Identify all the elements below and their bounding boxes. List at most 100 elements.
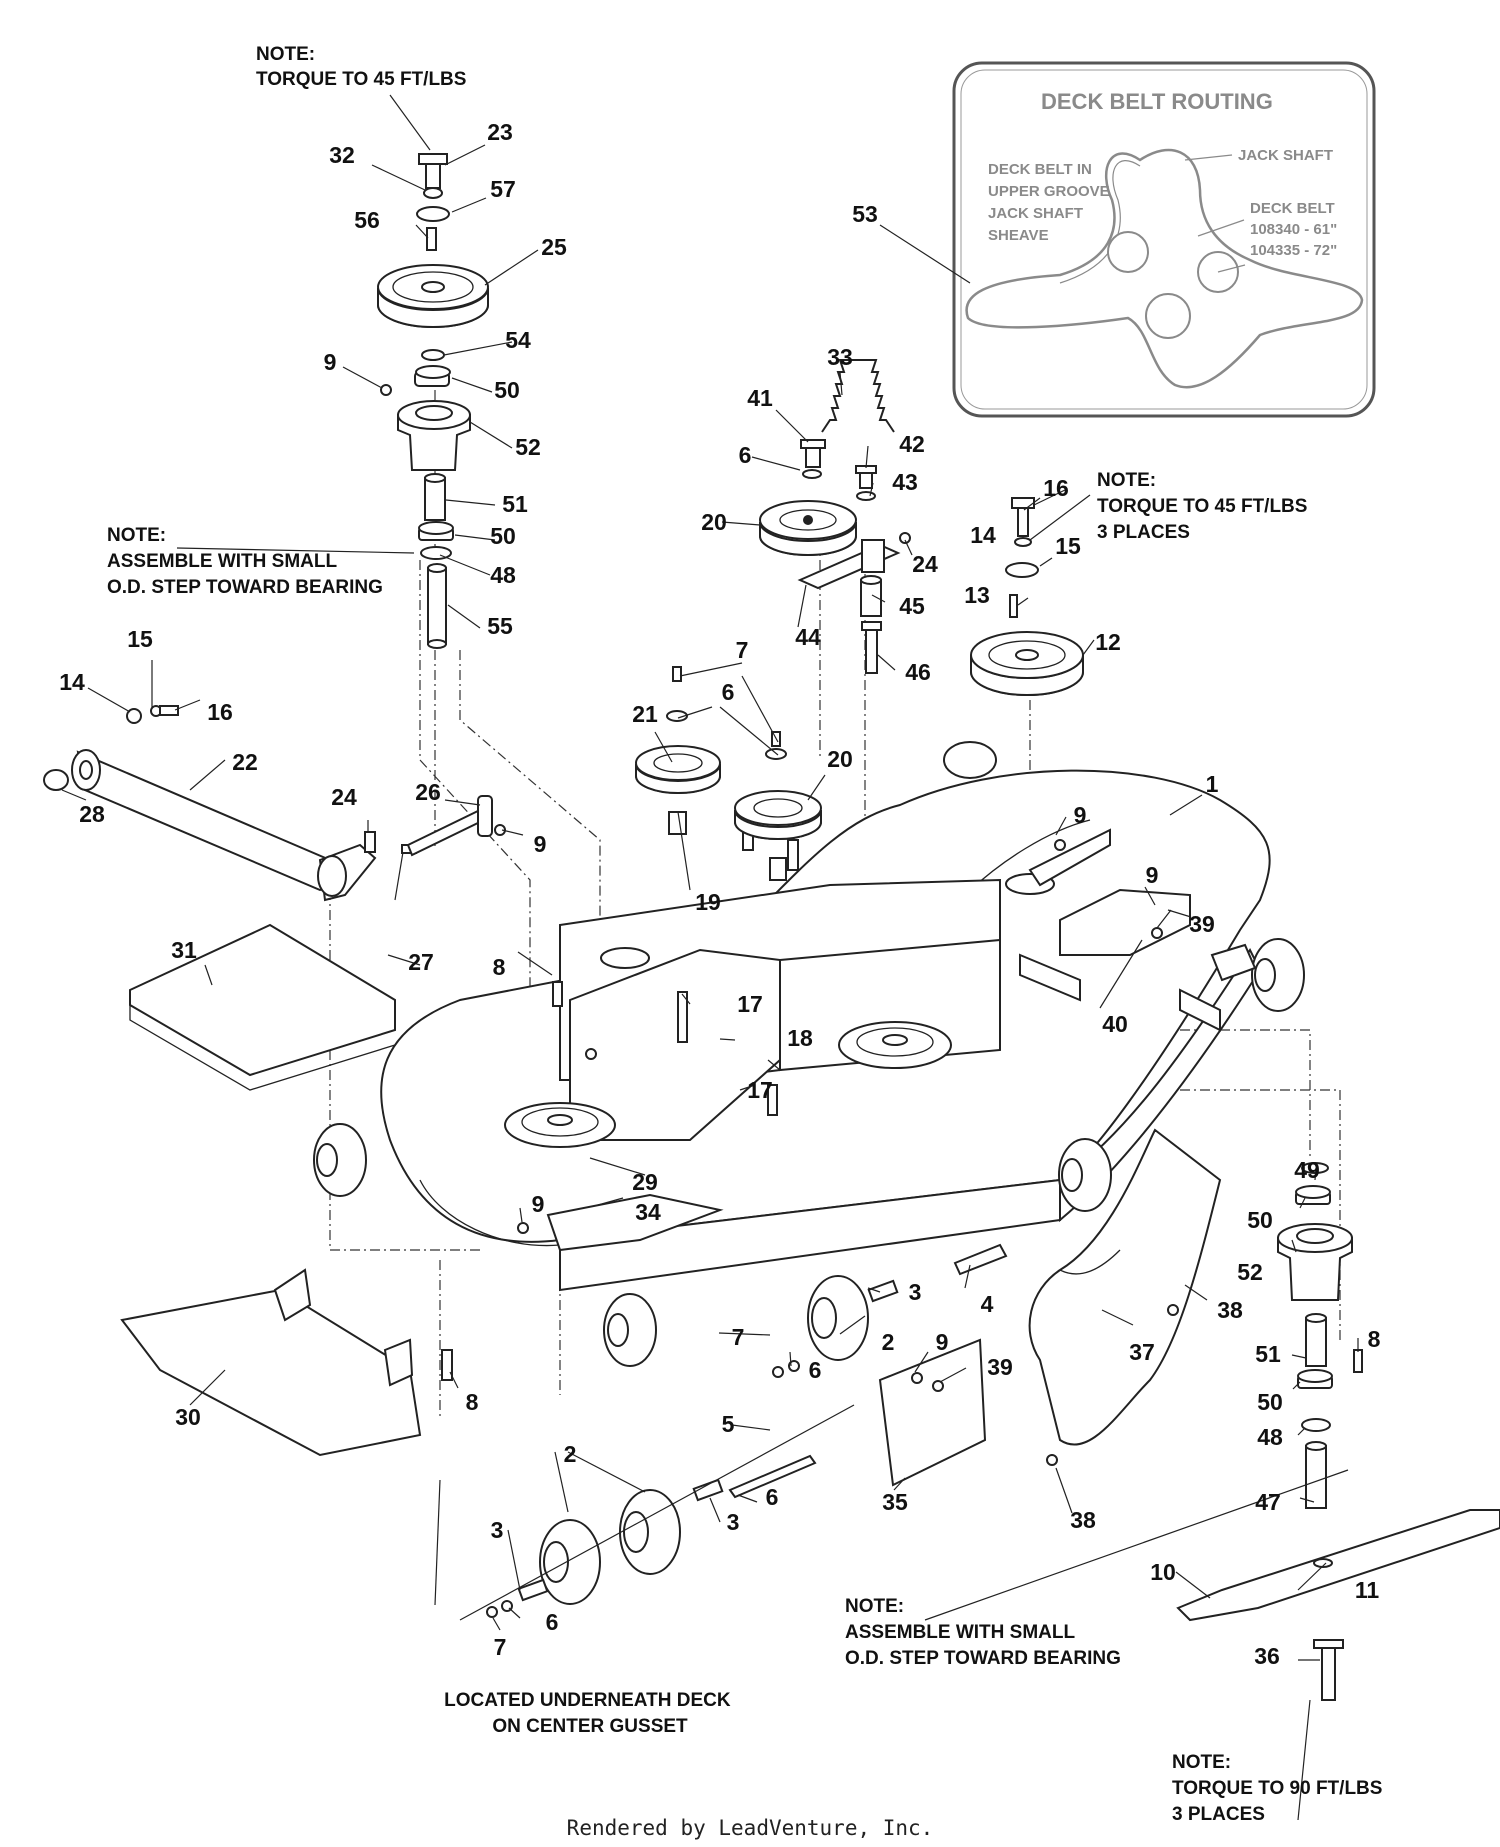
callout-2: 2 [882, 1329, 895, 1355]
callout-24b: 24 [331, 784, 357, 810]
note-bearing-left: NOTE: ASSEMBLE WITH SMALL O.D. STEP TOWA… [107, 525, 383, 598]
svg-text:DECK BELT IN UPPER GROOV: DECK BELT IN UPPER GROOVE JACK SHAFT SHE… [988, 161, 1114, 244]
leader-lines [61, 94, 1359, 1821]
callout-37: 37 [1129, 1339, 1155, 1365]
callout-9c: 9 [1074, 802, 1087, 828]
callout-7c: 7 [494, 1634, 507, 1660]
callout-47: 47 [1255, 1489, 1281, 1515]
routing-left-line-4: SHEAVE [988, 227, 1049, 244]
note-gusset: LOCATED UNDERNEATH DECK ON CENTER GUSSET [444, 1690, 736, 1737]
callout-38b: 38 [1070, 1507, 1096, 1533]
callout-6d: 6 [766, 1484, 779, 1510]
callout-57: 57 [490, 176, 516, 202]
callout-3b: 3 [727, 1509, 740, 1535]
callout-15: 15 [1055, 533, 1081, 559]
routing-left-line-3: JACK SHAFT [988, 205, 1083, 222]
callout-12: 12 [1095, 629, 1121, 655]
routing-deck-belt-line-3: 104335 - 72" [1250, 242, 1337, 259]
note-top-left-pulley: NOTE: TORQUE TO 45 FT/LBS [256, 44, 466, 90]
callout-48b: 48 [1257, 1424, 1283, 1450]
routing-left-line-1: DECK BELT IN [988, 161, 1092, 178]
lower-spindle-stack [1277, 1162, 1363, 1509]
mower-deck [313, 741, 1305, 1367]
callout-45: 45 [899, 593, 925, 619]
callout-9: 9 [324, 349, 337, 375]
callout-2b: 2 [564, 1441, 577, 1467]
callout-6b: 6 [722, 679, 735, 705]
upper-spindle-stack [377, 153, 489, 649]
blade-assembly [1176, 1509, 1500, 1701]
callout-50c: 50 [1247, 1207, 1273, 1233]
routing-deck-belt-line-1: DECK BELT [1250, 200, 1335, 217]
idler-arm-assembly [759, 359, 911, 674]
callout-6c: 6 [809, 1357, 822, 1383]
bracket-26 [406, 795, 506, 857]
callouts: 23 32 57 56 25 54 9 50 52 51 50 48 55 53… [59, 119, 1380, 1669]
callout-19: 19 [695, 889, 721, 915]
wheels [486, 1243, 1179, 1618]
callout-17: 17 [737, 991, 763, 1017]
callout-44: 44 [795, 624, 821, 650]
callout-50d: 50 [1257, 1389, 1283, 1415]
callout-8b: 8 [1368, 1326, 1381, 1352]
callout-16b: 16 [207, 699, 233, 725]
callout-9b: 9 [534, 831, 547, 857]
callout-46: 46 [905, 659, 931, 685]
callout-9f: 9 [936, 1329, 949, 1355]
callout-14b: 14 [59, 669, 85, 695]
callout-6: 6 [739, 442, 752, 468]
callout-53: 53 [852, 201, 878, 227]
routing-title: DECK BELT ROUTING [1041, 89, 1273, 114]
callout-10: 10 [1150, 1559, 1176, 1585]
callout-29: 29 [632, 1169, 658, 1195]
note-right-pulley: NOTE: TORQUE TO 45 FT/LBS 3 PLACES [1097, 470, 1313, 543]
callout-51: 51 [502, 491, 528, 517]
left-arm [43, 705, 417, 902]
routing-left-line-2: UPPER GROOVE [988, 183, 1110, 200]
footer-credit: Rendered by LeadVenture, Inc. [567, 1816, 934, 1840]
routing-deck-belt-line-2: 108340 - 61" [1250, 221, 1337, 238]
callout-4: 4 [981, 1291, 994, 1317]
callout-34: 34 [635, 1199, 661, 1225]
callout-31: 31 [171, 937, 197, 963]
chute-31 [129, 923, 396, 1091]
callout-35: 35 [882, 1489, 908, 1515]
belt-routing-path [965, 148, 1364, 389]
callout-18: 18 [787, 1025, 813, 1051]
callout-42: 42 [899, 431, 925, 457]
callout-52: 52 [515, 434, 541, 460]
callout-26: 26 [415, 779, 441, 805]
callout-52b: 52 [1237, 1259, 1263, 1285]
callout-28: 28 [79, 801, 105, 827]
callout-39: 39 [1189, 911, 1215, 937]
note-bearing-bottom: NOTE: ASSEMBLE WITH SMALL O.D. STEP TOWA… [845, 1596, 1121, 1669]
callout-49: 49 [1294, 1157, 1320, 1183]
routing-jack-shaft-label: JACK SHAFT [1238, 147, 1333, 164]
callout-43: 43 [892, 469, 918, 495]
callout-14: 14 [970, 522, 996, 548]
callout-20: 20 [701, 509, 727, 535]
callout-8: 8 [493, 954, 506, 980]
baffle-37 [878, 1128, 1222, 1487]
callout-54: 54 [505, 327, 531, 353]
callout-51b: 51 [1255, 1341, 1281, 1367]
callout-23: 23 [487, 119, 513, 145]
callout-32: 32 [329, 142, 355, 168]
callout-27: 27 [408, 949, 434, 975]
callout-55: 55 [487, 613, 513, 639]
callout-8c: 8 [466, 1389, 479, 1415]
callout-41: 41 [747, 385, 773, 411]
belt-routing-inset: DECK BELT ROUTING DECK BELT IN UPPER GRO… [952, 61, 1376, 418]
callout-9d: 9 [1146, 862, 1159, 888]
callout-13: 13 [964, 582, 990, 608]
callout-24: 24 [912, 551, 938, 577]
callout-40: 40 [1102, 1011, 1128, 1037]
callout-20b: 20 [827, 746, 853, 772]
callout-16: 16 [1043, 475, 1069, 501]
callout-48: 48 [490, 562, 516, 588]
callout-17b: 17 [747, 1077, 773, 1103]
callout-39b: 39 [987, 1354, 1013, 1380]
callout-50: 50 [494, 377, 520, 403]
callout-38: 38 [1217, 1297, 1243, 1323]
callout-22: 22 [232, 749, 258, 775]
